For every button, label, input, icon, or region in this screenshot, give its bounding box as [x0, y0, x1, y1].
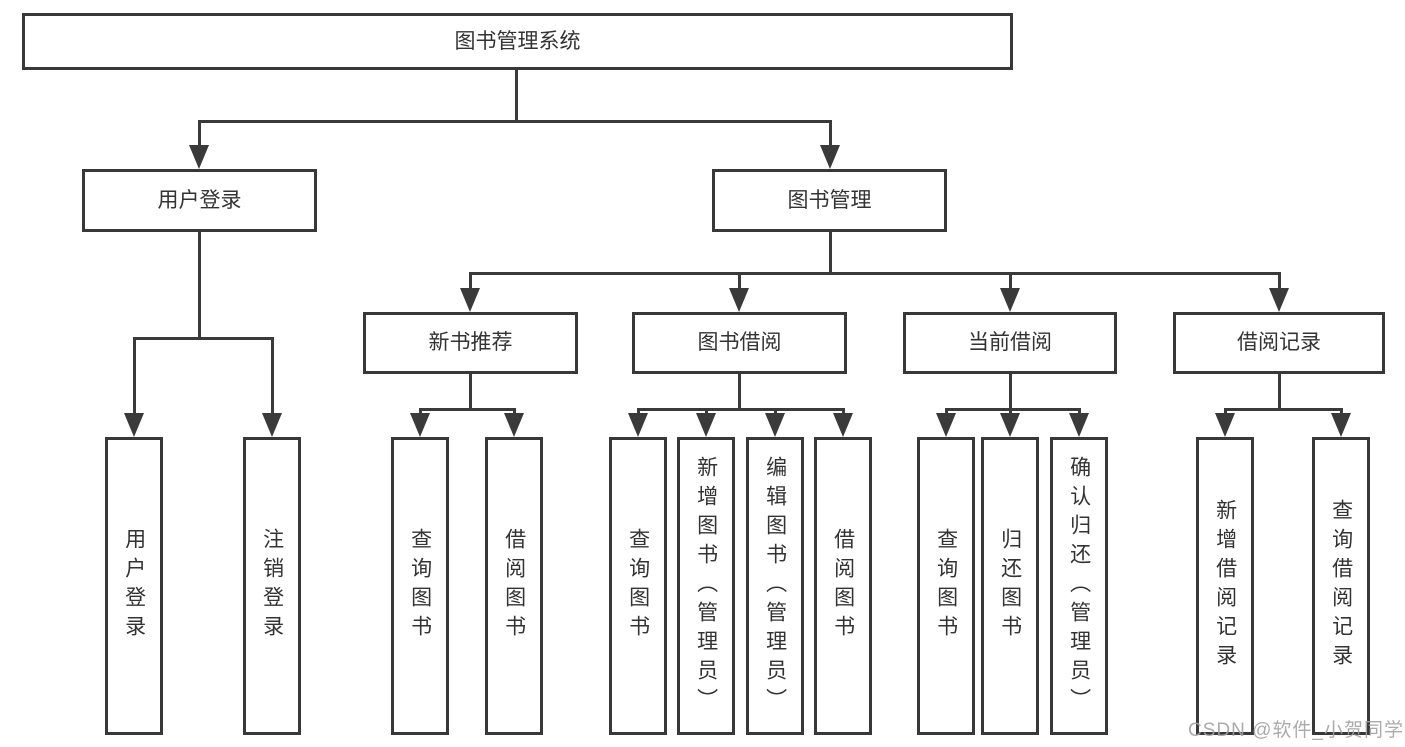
node-borrow-records: 借阅记录: [1173, 312, 1385, 374]
connector-drop: [1340, 408, 1343, 416]
arrow-to-current-borrow: [1000, 288, 1020, 312]
node-leaf-query-books-1: 查询图书: [391, 437, 449, 735]
node-user-login-label: 用户登录: [157, 188, 242, 212]
arrow-to-leaf-add-books: [696, 413, 716, 437]
connector-user-login-drop: [198, 120, 201, 148]
node-borrow-records-label: 借阅记录: [1237, 331, 1321, 355]
connector-user-login-stem: [198, 232, 201, 340]
arrow-to-leaf-add-record: [1215, 413, 1235, 437]
connector-level2-rail: [198, 120, 832, 123]
leaf-label: 注销登录: [260, 528, 284, 644]
node-library-system-label: 图书管理系统: [454, 29, 581, 53]
node-leaf-borrow-books-1: 借阅图书: [485, 437, 543, 735]
leaf-label: 归还图书: [998, 528, 1022, 644]
node-leaf-logout: 注销登录: [243, 437, 301, 735]
arrow-to-leaf-edit-books: [765, 413, 785, 437]
node-book-borrow: 图书借阅: [632, 312, 847, 374]
connector-drop: [1078, 408, 1081, 416]
node-user-login: 用户登录: [82, 169, 317, 232]
connector-level3-rail: [469, 272, 1281, 275]
node-new-book-recommend-label: 新书推荐: [428, 331, 513, 355]
connector-drop: [705, 408, 708, 416]
connector-drop: [1009, 408, 1012, 416]
node-book-management: 图书管理: [712, 169, 947, 232]
leaf-label: 查询借阅记录: [1329, 499, 1353, 673]
node-leaf-borrow-books-2: 借阅图书: [814, 437, 872, 735]
connector-current-borrow-stem: [1009, 374, 1012, 411]
node-leaf-user-login: 用户登录: [105, 437, 163, 735]
connector-user-login-rail: [133, 337, 273, 340]
csdn-watermark: CSDN @软件_小贺同学: [1188, 720, 1404, 741]
connector-book-borrow-stem: [738, 374, 741, 411]
node-leaf-edit-books-admin: 编辑图书（管理员）: [746, 437, 804, 735]
leaf-label: 编辑图书（管理员）: [763, 455, 787, 717]
node-leaf-query-borrow-record: 查询借阅记录: [1312, 437, 1370, 735]
connector-root-stem: [515, 69, 518, 123]
node-current-borrow: 当前借阅: [903, 312, 1117, 374]
leaf-label: 查询图书: [408, 528, 432, 644]
node-leaf-query-books-2: 查询图书: [609, 437, 667, 735]
leaf-label: 用户登录: [122, 528, 146, 644]
connector-drop: [842, 408, 845, 416]
node-new-book-recommend: 新书推荐: [363, 312, 578, 374]
connector-drop: [513, 408, 516, 416]
arrow-to-leaf-query-books-1: [410, 413, 430, 437]
connector-new-books-rail: [419, 408, 515, 411]
node-leaf-add-books-admin: 新增图书（管理员）: [677, 437, 735, 735]
arrow-to-borrow-records: [1269, 288, 1289, 312]
node-current-borrow-label: 当前借阅: [968, 331, 1052, 355]
arrow-to-book-borrow: [729, 288, 749, 312]
arrow-to-new-books: [460, 288, 480, 312]
connector-borrow-records-drop: [1278, 272, 1281, 290]
arrow-to-book-mgmt: [820, 145, 840, 169]
connector-borrow-records-stem: [1278, 374, 1281, 411]
connector-book-mgmt-drop: [829, 120, 832, 148]
node-book-management-label: 图书管理: [787, 188, 872, 212]
leaf-label: 借阅图书: [831, 528, 855, 644]
connector-drop: [774, 408, 777, 416]
node-leaf-return-books: 归还图书: [981, 437, 1039, 735]
node-leaf-query-books-3: 查询图书: [917, 437, 975, 735]
connector-book-borrow-rail: [637, 408, 843, 411]
connector-current-borrow-drop: [1009, 272, 1012, 290]
leaf-label: 查询图书: [626, 528, 650, 644]
arrow-to-leaf-query-record: [1331, 413, 1351, 437]
connector-current-borrow-rail: [945, 408, 1079, 411]
leaf-label: 借阅图书: [502, 528, 526, 644]
connector-drop: [1224, 408, 1227, 416]
connector-new-books-drop: [469, 272, 472, 290]
connector-book-mgmt-stem: [829, 232, 832, 275]
arrow-to-leaf-borrow-books-2: [833, 413, 853, 437]
connector-new-books-stem: [469, 374, 472, 411]
arrow-to-user-login: [189, 145, 209, 169]
leaf-label: 新增图书（管理员）: [694, 455, 718, 717]
arrow-to-leaf-logout: [262, 413, 282, 437]
connector-borrow-records-rail: [1224, 408, 1341, 411]
connector-leaf-login-drop: [133, 337, 136, 417]
arrow-to-leaf-confirm-return: [1069, 413, 1089, 437]
arrow-to-leaf-borrow-books-1: [504, 413, 524, 437]
connector-drop: [637, 408, 640, 416]
leaf-label: 新增借阅记录: [1213, 499, 1237, 673]
node-library-system: 图书管理系统: [22, 13, 1013, 70]
node-leaf-add-borrow-record: 新增借阅记录: [1196, 437, 1254, 735]
node-book-borrow-label: 图书借阅: [697, 331, 782, 355]
connector-drop: [945, 408, 948, 416]
arrow-to-leaf-query-books-3: [936, 413, 956, 437]
node-leaf-confirm-return-admin: 确认归还（管理员）: [1050, 437, 1108, 735]
leaf-label: 查询图书: [934, 528, 958, 644]
connector-drop: [419, 408, 422, 416]
arrow-to-leaf-query-books-2: [628, 413, 648, 437]
connector-book-borrow-drop: [738, 272, 741, 290]
leaf-label: 确认归还（管理员）: [1067, 455, 1091, 717]
connector-leaf-logout-drop: [271, 337, 274, 417]
arrow-to-leaf-return-books: [1000, 413, 1020, 437]
arrow-to-leaf-login: [124, 413, 144, 437]
